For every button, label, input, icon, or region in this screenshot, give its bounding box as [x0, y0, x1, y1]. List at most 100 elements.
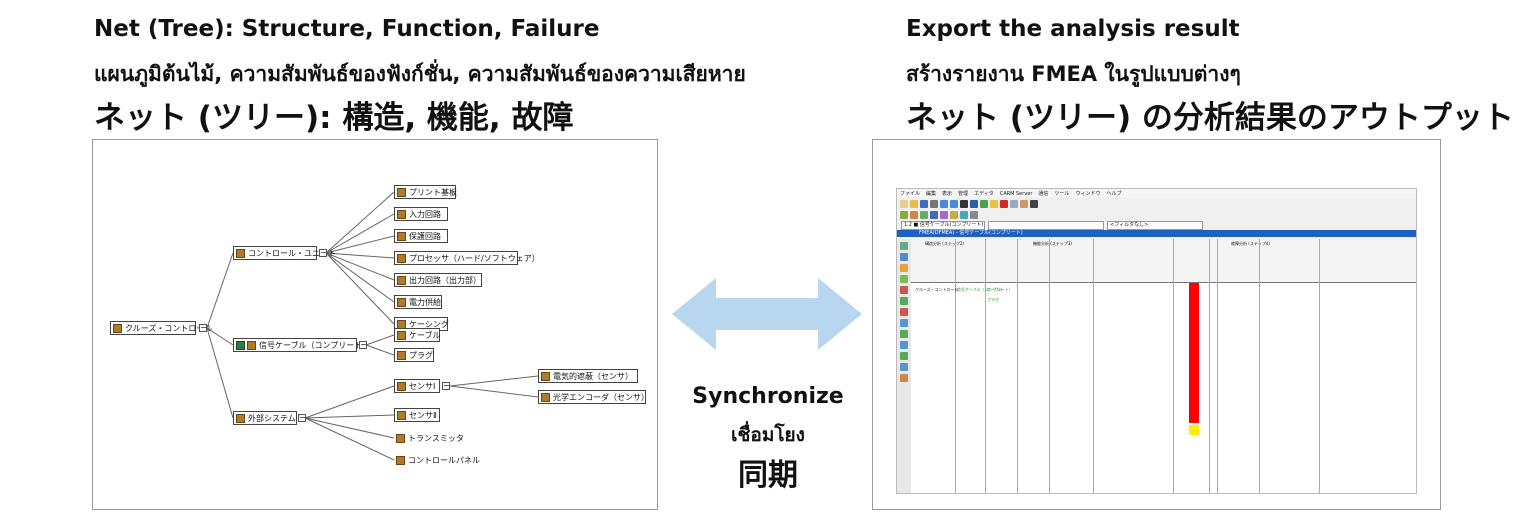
tree-node-cu-child[interactable]: 電力供給	[394, 295, 442, 309]
tree-node-sensor-child[interactable]: 光学エンコーダ（センサ）	[538, 390, 649, 404]
menu-item[interactable]: ファイル	[900, 191, 921, 197]
new-file-icon[interactable]	[900, 199, 908, 208]
arrow-icon[interactable]	[940, 199, 948, 208]
tree-node-cu-child[interactable]: プロセッサ（ハード/ソフトウェア）	[394, 251, 540, 265]
tree-node-ext-child[interactable]: トランスミッタ	[394, 431, 464, 445]
print-icon[interactable]	[930, 199, 938, 208]
toolbar-2	[897, 209, 1416, 220]
node-icon	[236, 413, 245, 423]
tree-node-cable-child[interactable]: プラグ	[394, 348, 434, 362]
collapse-toggle[interactable]: −	[442, 381, 450, 390]
tool-icon[interactable]	[900, 330, 908, 338]
left-heading-th: แผนภูมิต้นไม้, ความสัมพันธ์ของฟังก์ชั่น,…	[94, 62, 746, 86]
sync-label-th: เชื่อมโยง	[731, 424, 805, 446]
tool-icon[interactable]	[940, 210, 948, 219]
tree-node-cu-child[interactable]: 保護回路	[394, 229, 448, 243]
collapse-toggle[interactable]: −	[199, 323, 207, 332]
tree-node-cu-child[interactable]: 入力回路	[394, 207, 448, 221]
collapse-toggle[interactable]: −	[359, 340, 367, 349]
structure-tree-panel: クルーズ・コントロール − コントロール・ユニット − 信号ケーブル（コンプリー…	[92, 139, 658, 510]
column-divider	[955, 239, 956, 493]
paste-icon[interactable]	[1020, 199, 1028, 208]
fmea-export-panel: ファイル 編集 表示 管理 エディタ CARM Server 通信 ツール ウィ…	[872, 139, 1441, 510]
tool-icon[interactable]	[900, 341, 908, 349]
tool-icon[interactable]	[900, 286, 908, 294]
column-divider	[1209, 239, 1210, 493]
column-divider	[1049, 239, 1050, 493]
tool-icon[interactable]	[900, 264, 908, 272]
open-icon[interactable]	[910, 199, 918, 208]
menu-item[interactable]: ヘルプ	[1106, 191, 1122, 197]
sync-label-ja: 同期	[738, 458, 798, 493]
tool-icon[interactable]	[900, 275, 908, 283]
tree-node-cu-child[interactable]: プリント基板	[394, 185, 457, 199]
star-icon[interactable]	[990, 199, 998, 208]
tree-connectors	[206, 191, 539, 461]
tool-icon[interactable]	[910, 210, 918, 219]
current-node-field[interactable]: 1.2 ■ 信号ケーブル(コンプリート)	[901, 220, 985, 230]
table-cell: プラグ	[987, 297, 999, 302]
tree-node-control-unit[interactable]: コントロール・ユニット	[233, 246, 336, 260]
menu-item[interactable]: 管理	[958, 191, 969, 197]
search-field[interactable]	[988, 220, 1104, 230]
tree-node-ext-child[interactable]: コントロールパネル	[394, 453, 480, 467]
tree-node-sensor-child[interactable]: 電気的遮蔽（センサ）	[538, 369, 638, 383]
menu-item[interactable]: ツール	[1054, 191, 1070, 197]
tool-icon[interactable]	[900, 297, 908, 305]
menu-bar: ファイル 編集 表示 管理 エディタ CARM Server 通信 ツール ウィ…	[897, 189, 1416, 198]
tool-icon[interactable]	[900, 319, 908, 327]
left-heading-ja: ネット (ツリー): 構造, 機能, 故障	[94, 100, 574, 136]
tool-icon[interactable]	[960, 210, 968, 219]
menu-item[interactable]: CARM Server	[999, 190, 1033, 197]
tree-node-ext-child[interactable]: センサⅡ	[394, 408, 440, 422]
tool-icon[interactable]	[900, 363, 908, 371]
address-bar: 1.2 ■ 信号ケーブル(コンプリート) <フィルタなし>	[897, 220, 1416, 230]
fmea-table-header	[911, 239, 1416, 283]
save-icon[interactable]	[920, 199, 928, 208]
right-heading-th: สร้างรายงาน FMEA ในรูปแบบต่างๆ	[906, 62, 1241, 86]
tree-node-ext-child[interactable]: センサⅠ	[394, 379, 440, 393]
tool-icon[interactable]	[900, 308, 908, 316]
filter-select[interactable]: <フィルタなし>	[1107, 220, 1203, 230]
side-toolbar	[897, 239, 911, 493]
tool-icon[interactable]	[970, 210, 978, 219]
tool-icon[interactable]	[900, 352, 908, 360]
tree-node-cable-child[interactable]: ケーブル	[394, 328, 441, 342]
tool-icon[interactable]	[900, 374, 908, 382]
tree-node-external-system[interactable]: 外部システム	[233, 411, 297, 425]
table-cell: 信号ケーブル（コンプリート）	[957, 287, 1013, 292]
node-icon	[397, 253, 406, 263]
column-divider	[1217, 239, 1218, 493]
table-icon[interactable]	[980, 199, 988, 208]
tree-node-cu-child[interactable]: 出力回路（出力部）	[394, 273, 482, 287]
tool-icon[interactable]	[900, 210, 908, 219]
collapse-toggle[interactable]: −	[319, 248, 327, 257]
node-icon	[397, 381, 406, 391]
node-icon	[397, 231, 406, 241]
tree-node-signal-cable[interactable]: 信号ケーブル（コンプリート）	[233, 338, 370, 352]
arrow-icon[interactable]	[950, 199, 958, 208]
menu-item[interactable]: 編集	[926, 191, 937, 197]
delete-icon[interactable]	[1000, 199, 1008, 208]
menu-item[interactable]: エディタ	[974, 191, 994, 197]
right-heading-en: Export the analysis result	[906, 16, 1240, 42]
menu-item[interactable]: 通信	[1038, 191, 1049, 197]
tool-icon[interactable]	[950, 210, 958, 219]
menu-item[interactable]: ウィンドウ	[1075, 191, 1101, 197]
collapse-toggle[interactable]: −	[298, 413, 306, 422]
sync-label-en: Synchronize	[692, 384, 844, 409]
node-icon	[247, 340, 256, 350]
tool-icon[interactable]	[930, 210, 938, 219]
tool-icon[interactable]	[900, 242, 908, 250]
filter-icon[interactable]	[970, 199, 978, 208]
tool-icon[interactable]	[900, 253, 908, 261]
copy-icon[interactable]	[1010, 199, 1018, 208]
column-header: 機能分析 (ステップ3)	[1033, 241, 1072, 246]
binoculars-icon[interactable]	[960, 199, 968, 208]
tool-icon[interactable]	[920, 210, 928, 219]
column-divider	[1319, 239, 1320, 493]
fmea-table: 構造分析 (ステップ2) 機能分析 (ステップ3) 故障分析 (ステップ4) ク…	[911, 239, 1416, 493]
menu-item[interactable]: 表示	[942, 191, 953, 197]
tree-node-root[interactable]: クルーズ・コントロール	[110, 321, 212, 335]
undo-icon[interactable]	[1030, 199, 1038, 208]
